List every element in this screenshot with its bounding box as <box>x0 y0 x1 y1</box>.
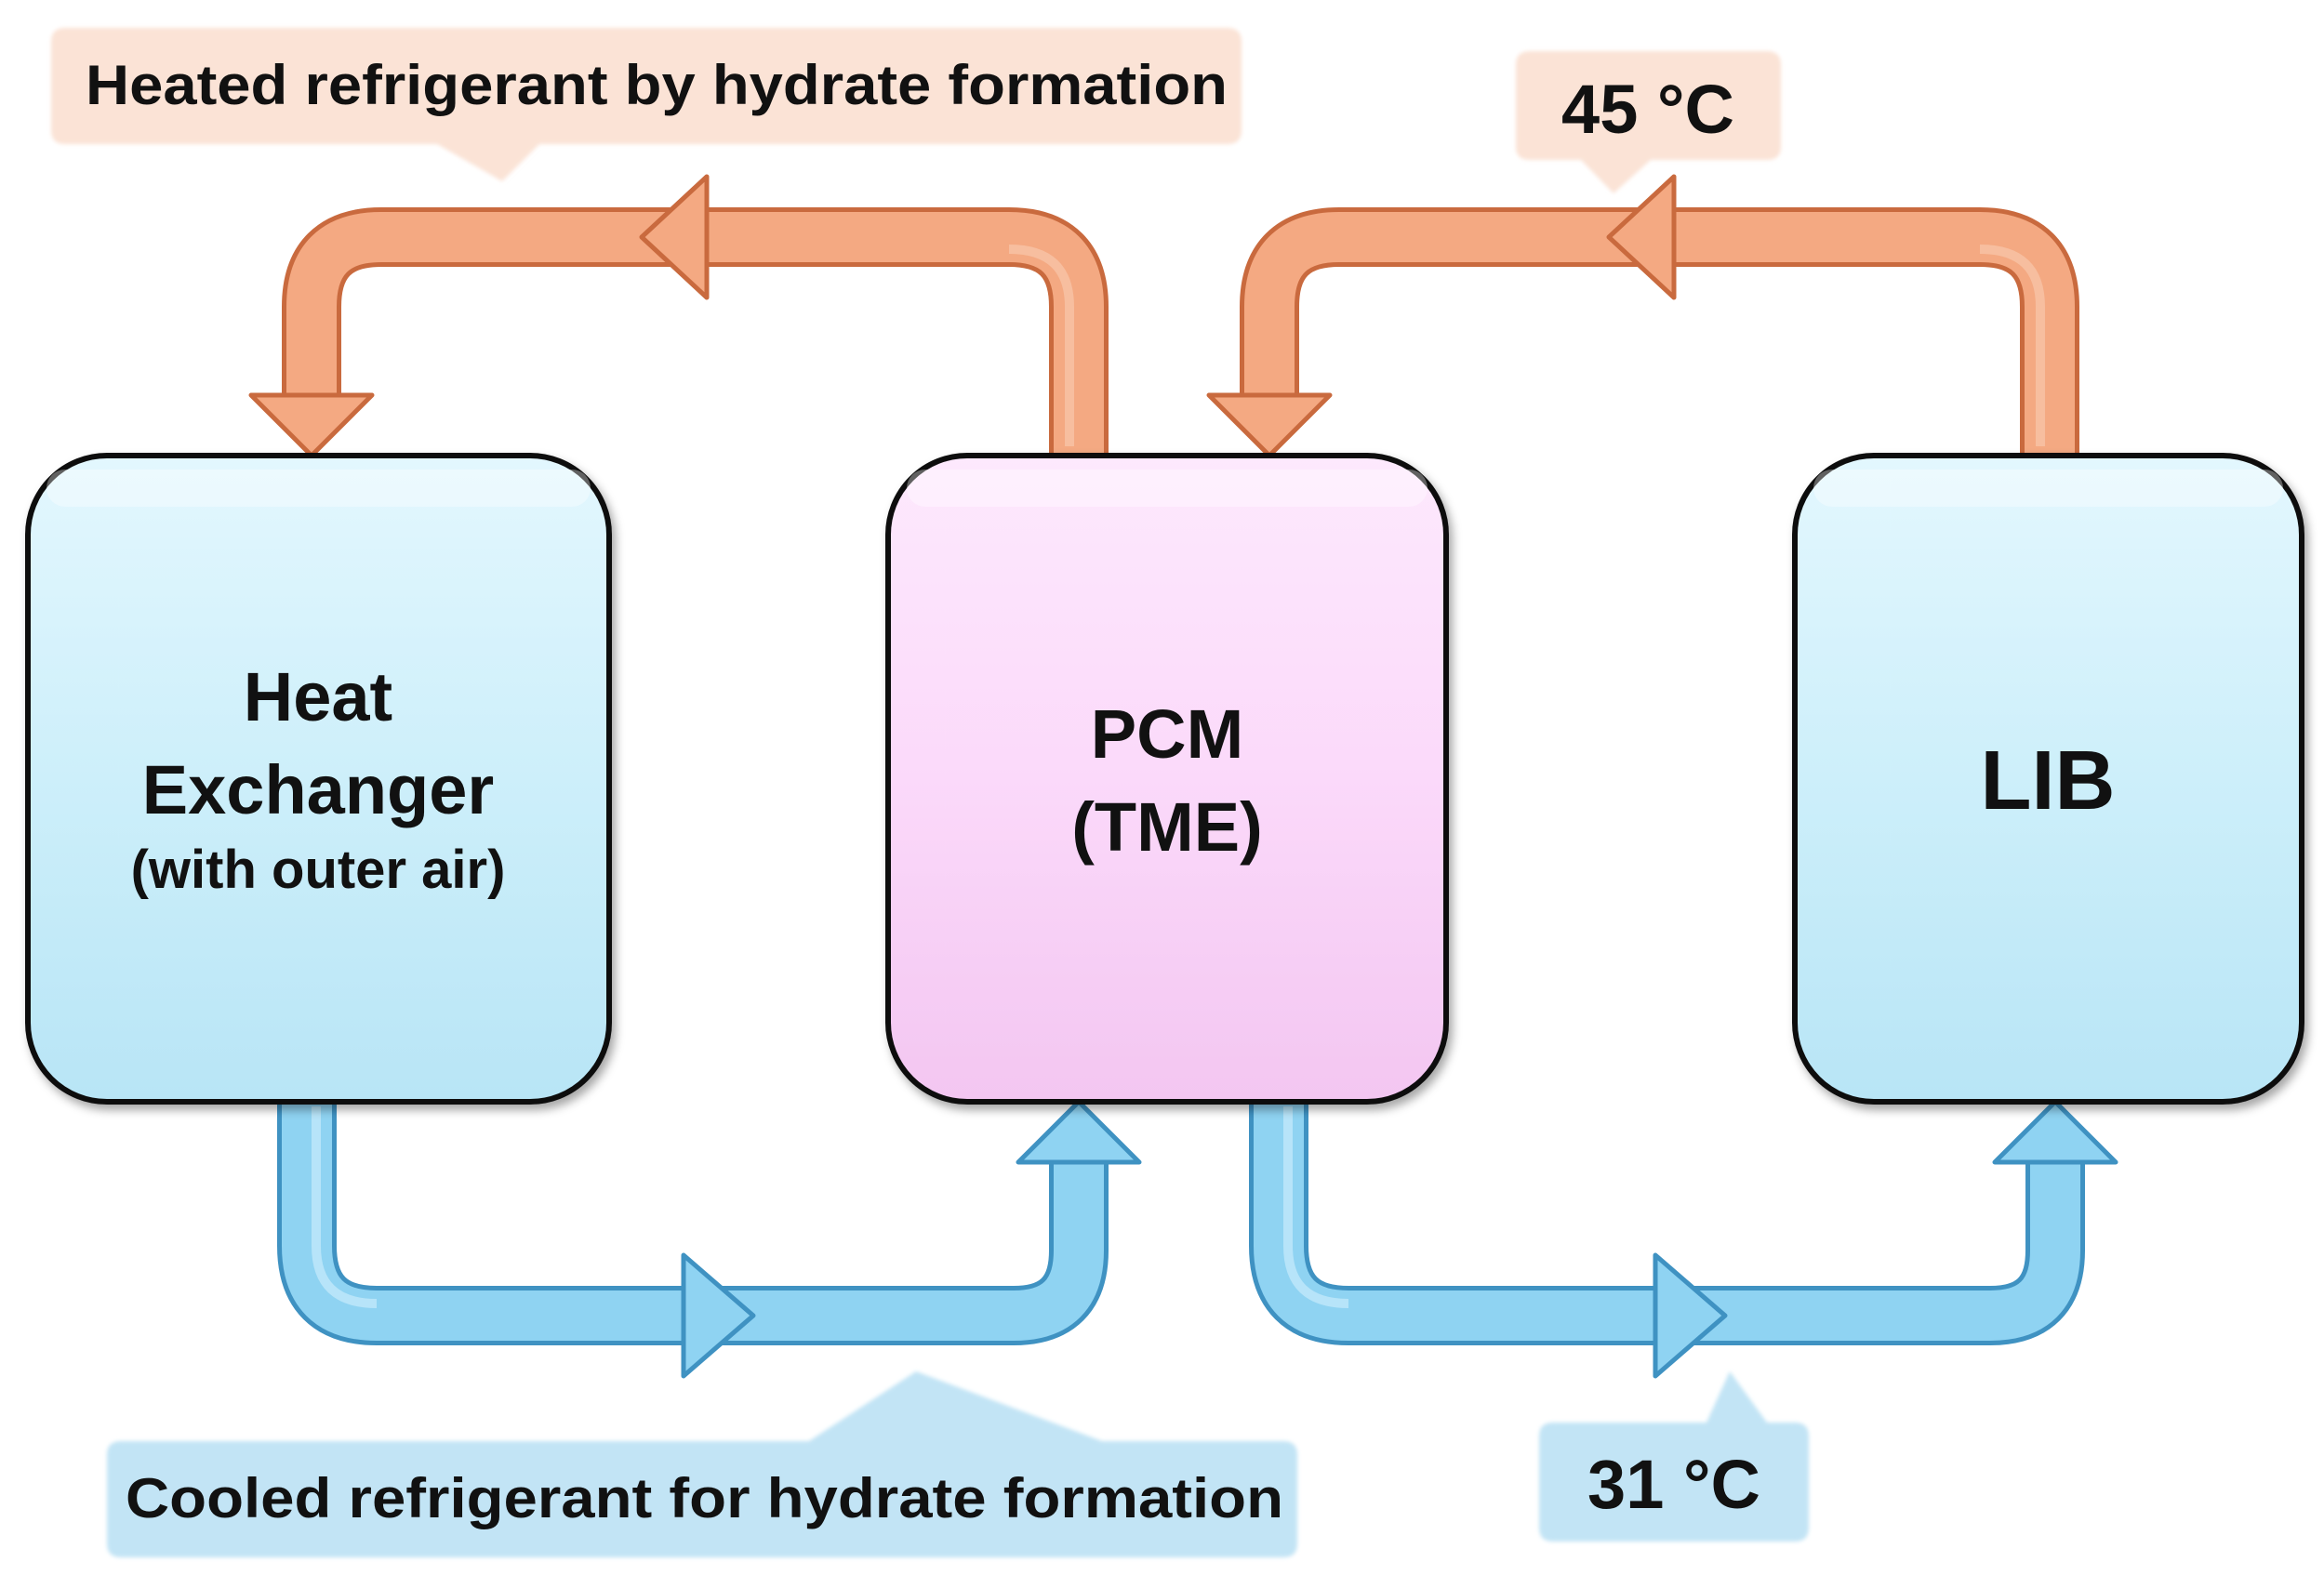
lib-label: LIB <box>1981 735 2116 827</box>
hot-loop-right <box>1206 174 2079 458</box>
cold-arrowhead-right-middle <box>1653 1252 1728 1379</box>
pcm-box: PCM (TME) <box>885 453 1449 1105</box>
hot-arrowhead-right-middle <box>1606 174 1677 300</box>
cold-temperature-label: 31 °C <box>1587 1446 1760 1523</box>
heated-refrigerant-callout: Heated refrigerant by hydrate formation <box>51 28 1242 181</box>
cold-temperature-callout: 31 °C <box>1539 1371 1809 1542</box>
cold-arrowhead-into-pcm <box>1016 1099 1142 1165</box>
cooled-refrigerant-callout: Cooled refrigerant for hydrate formation <box>107 1371 1297 1557</box>
cold-loop-left <box>277 1097 1142 1379</box>
hot-loop-left <box>248 174 1109 458</box>
hot-arrowhead-into-heat-exchanger <box>248 392 375 458</box>
heat-exchanger-label-line3: (with outer air) <box>131 840 506 900</box>
cold-arrowhead-into-lib <box>1992 1099 2118 1165</box>
pcm-label-line2: (TME) <box>1071 788 1263 866</box>
hot-arrowhead-left-middle <box>639 174 710 300</box>
hot-temperature-label: 45 °C <box>1561 71 1734 148</box>
cold-arrowhead-left-middle <box>681 1252 756 1379</box>
heat-exchanger-label-line1: Heat <box>244 658 392 735</box>
pcm-label-line1: PCM <box>1091 695 1243 773</box>
cooled-refrigerant-label: Cooled refrigerant for hydrate formation <box>126 1467 1283 1529</box>
heated-refrigerant-label: Heated refrigerant by hydrate formation <box>86 54 1228 116</box>
hot-temperature-callout: 45 °C <box>1516 51 1781 193</box>
heat-exchanger-box: Heat Exchanger (with outer air) <box>25 453 612 1105</box>
hot-arrowhead-into-pcm <box>1206 392 1333 458</box>
lib-box: LIB <box>1792 453 2304 1105</box>
cold-loop-right <box>1249 1097 2118 1379</box>
heat-exchanger-label-line2: Exchanger <box>142 751 494 828</box>
